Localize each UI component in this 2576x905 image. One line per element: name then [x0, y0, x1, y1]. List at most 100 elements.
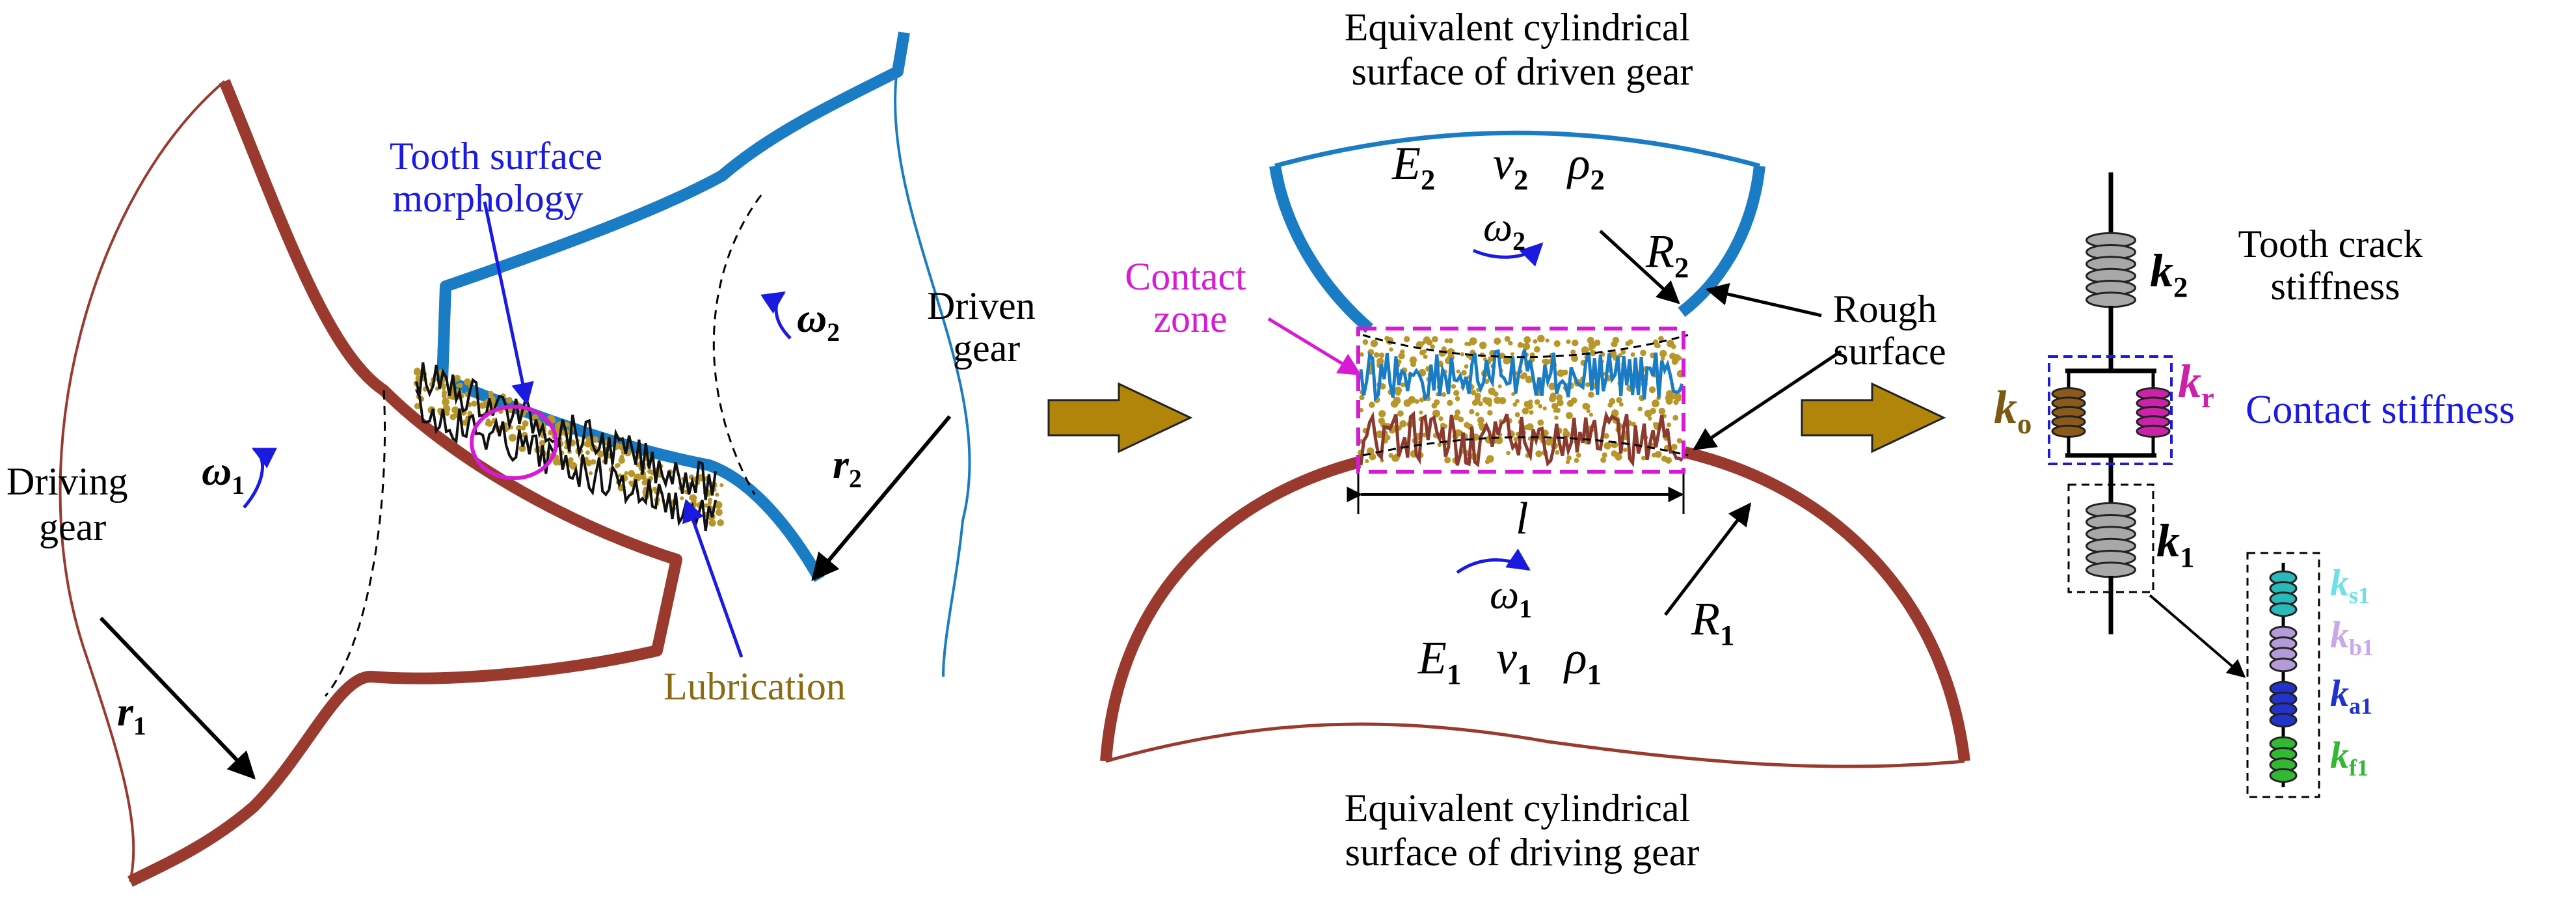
lubricant-particle	[1565, 459, 1570, 465]
lubricant-particle	[464, 378, 472, 386]
rho1-symbol: ρ1	[1563, 632, 1602, 690]
lubricant-particle	[1477, 416, 1484, 424]
lubricant-particle	[1410, 361, 1416, 368]
spring-coil	[2269, 768, 2298, 783]
lubricant-particle	[1588, 391, 1594, 398]
lubricant-particle	[1365, 459, 1369, 464]
lubricant-particle	[508, 433, 517, 442]
k1-symbol: k1	[2156, 515, 2194, 573]
lubricant-particle	[516, 425, 522, 431]
lubricant-particle	[441, 386, 446, 390]
left-panel: Driving gear Driven gear Tooth surface m…	[7, 31, 1045, 887]
lubricant-particle	[1400, 382, 1406, 388]
lubricant-particle	[689, 494, 695, 501]
mid-omega2-rotation-icon	[1473, 242, 1544, 267]
lubricant-particle	[1529, 410, 1534, 415]
lubricant-particle	[714, 501, 723, 509]
R2-symbol: R2	[1645, 225, 1689, 284]
r2-arrow	[811, 415, 952, 582]
lubricant-particle	[1488, 387, 1496, 395]
lubricant-particle	[1648, 386, 1656, 394]
driven-gear-outline	[436, 31, 910, 381]
lubricant-particle	[1456, 369, 1460, 373]
lubricant-particle	[1574, 457, 1579, 463]
driving-cylinder-top-arc	[1100, 446, 1970, 763]
lubricant-particle	[1672, 414, 1679, 421]
lubricant-particle	[1566, 455, 1572, 461]
lubricant-particle	[1362, 339, 1369, 345]
lubricant-particle	[688, 474, 695, 480]
lubricant-particle	[1612, 342, 1618, 347]
morphology-arrow	[483, 201, 534, 406]
lubricant-particle	[1414, 399, 1419, 404]
k1-spring	[2086, 502, 2136, 578]
lubricant-particle	[1453, 390, 1460, 396]
lubricant-particle	[1453, 414, 1460, 421]
lubricant-particle	[1583, 403, 1590, 410]
kr-symbol: kr	[2178, 355, 2214, 414]
lubricant-particle	[1537, 419, 1544, 426]
mid-omega2-symbol: ω2	[1483, 204, 1525, 256]
kf1-spring	[2269, 736, 2298, 783]
ko-spring	[2051, 387, 2086, 438]
driven-gear-label: Driven gear	[927, 284, 1045, 370]
lubricant-particle	[1665, 398, 1673, 405]
lubricant-particle	[1637, 406, 1643, 412]
lubricant-particle	[1535, 450, 1542, 457]
lubricant-particle	[590, 459, 597, 465]
lubricant-particle	[522, 420, 529, 427]
driven-gear-thin-edge	[894, 32, 971, 677]
k1-detail-box	[2067, 483, 2154, 593]
lubricant-particle	[1551, 403, 1559, 410]
lubricant-particle	[1654, 451, 1662, 458]
lubricant-particle	[1557, 369, 1565, 377]
lubricant-particle	[1393, 396, 1401, 405]
R1-arrow	[1664, 502, 1752, 616]
contact-stiffness-label: Contact stiffness	[2246, 388, 2515, 432]
transition-arrow-1	[1047, 382, 1193, 453]
lubricant-particle	[1557, 399, 1564, 407]
lubricant-particle	[1366, 447, 1375, 455]
lubricant-particle	[1603, 442, 1611, 450]
lubricant-particle	[614, 463, 620, 468]
lubricant-particle	[1373, 352, 1380, 358]
lubricant-particle	[1506, 451, 1510, 455]
lubricant-particle	[520, 425, 526, 431]
lubricant-particle	[1670, 444, 1678, 450]
lubricant-particle	[1441, 346, 1447, 352]
lubricant-particle	[1470, 390, 1477, 396]
lubricant-particle	[1378, 352, 1385, 358]
lubricant-particle	[1671, 395, 1676, 400]
lubricant-particle	[1589, 349, 1596, 357]
lubricant-particle	[710, 519, 715, 524]
lubricant-particle	[1566, 339, 1571, 344]
spring-coil	[2269, 712, 2298, 728]
lubricant-particle	[1384, 336, 1390, 341]
lubricant-particle	[719, 483, 724, 487]
lubricant-particle	[1667, 422, 1672, 427]
contact-zone-label: Contact zone	[1125, 255, 1256, 340]
lubricant-particle	[1487, 410, 1493, 416]
lubricant-particle	[1572, 339, 1579, 347]
lubricant-particle	[1432, 336, 1438, 343]
lubricant-particle	[1403, 336, 1410, 343]
lubricant-particle	[1399, 420, 1407, 427]
lubricant-particle	[1570, 349, 1576, 355]
lubricant-particle	[1581, 346, 1589, 355]
lubricant-particle	[1589, 412, 1593, 417]
lubricant-particle	[1625, 341, 1631, 347]
omega1-symbol: ω1	[202, 448, 245, 500]
lubricant-particle	[1609, 350, 1617, 358]
lubricant-particle	[442, 393, 447, 398]
E1-symbol: E1	[1417, 632, 1461, 690]
lubricant-particle	[490, 396, 496, 402]
lubricant-particle	[647, 468, 652, 474]
lubricant-particle	[518, 444, 526, 452]
lubricant-particle	[444, 411, 450, 416]
lubricant-particle	[1398, 353, 1405, 360]
lubricant-particle	[1447, 399, 1453, 406]
lubricant-particle	[1494, 337, 1501, 345]
spring-coil	[2086, 291, 2136, 308]
lubricant-particle	[1648, 416, 1652, 421]
lubricant-particle	[1464, 364, 1469, 369]
